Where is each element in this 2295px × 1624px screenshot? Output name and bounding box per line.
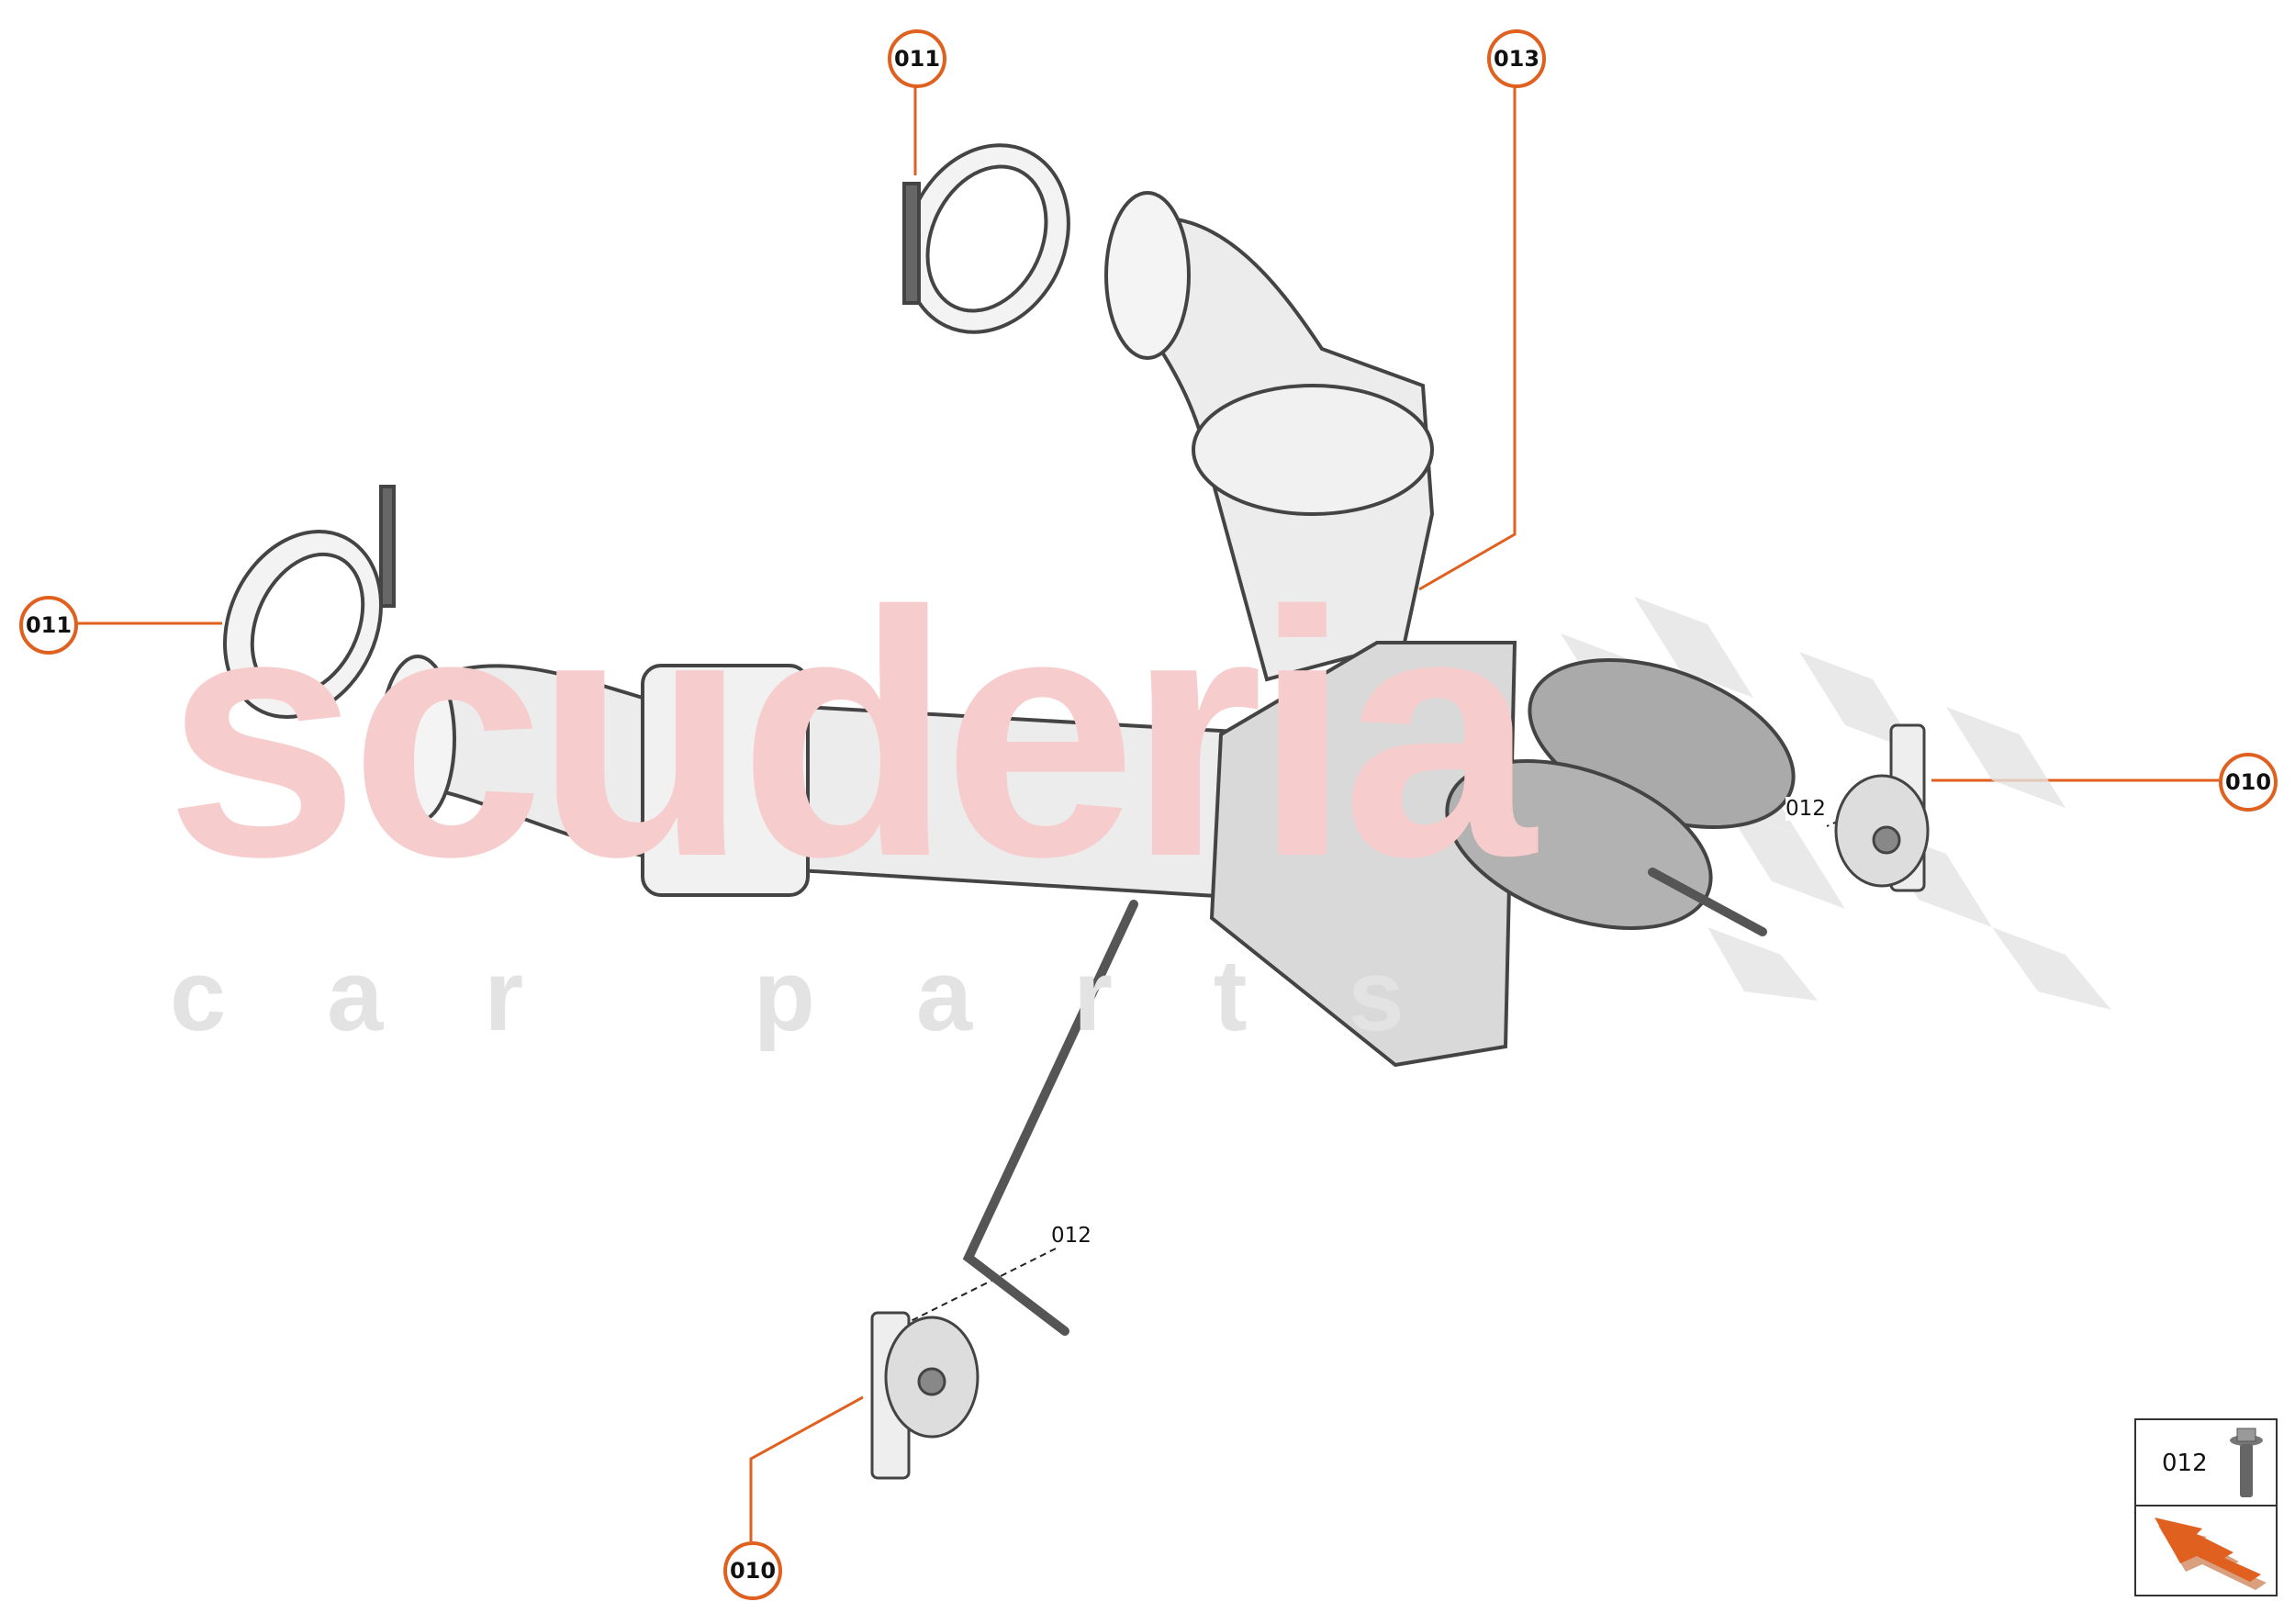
callout-013[interactable]: 013: [1487, 29, 1546, 88]
callout-011-left[interactable]: 011: [19, 596, 78, 655]
watermark-subtitle: car parts: [170, 939, 1506, 1052]
front-direction-arrow-icon: [2155, 1518, 2267, 1590]
leader-lines: [74, 84, 2219, 1541]
exhaust-pipe-013: [379, 191, 1796, 1068]
callout-010-bottom[interactable]: 010: [723, 1541, 782, 1600]
legend-part-number: 012: [2162, 1450, 2208, 1477]
hanger-rod: [962, 868, 1767, 1336]
mount-010-bottom: [870, 1311, 980, 1480]
clamp-011-left: [222, 485, 396, 719]
mount-010-right: [1834, 723, 1930, 892]
callout-011-top[interactable]: 011: [888, 29, 946, 88]
bolt-reference-012-bottom: 012: [1051, 1224, 1092, 1248]
watermark-brand: scuderia: [165, 539, 1536, 929]
legend-box: 012: [2134, 1418, 2278, 1596]
bolt-icon: [2230, 1428, 2263, 1497]
clamp-011-top: [902, 143, 1070, 334]
legend-part-row: 012: [2136, 1420, 2276, 1506]
callout-010-right[interactable]: 010: [2219, 753, 2278, 812]
bolt-reference-012-right: 012: [1786, 797, 1826, 821]
